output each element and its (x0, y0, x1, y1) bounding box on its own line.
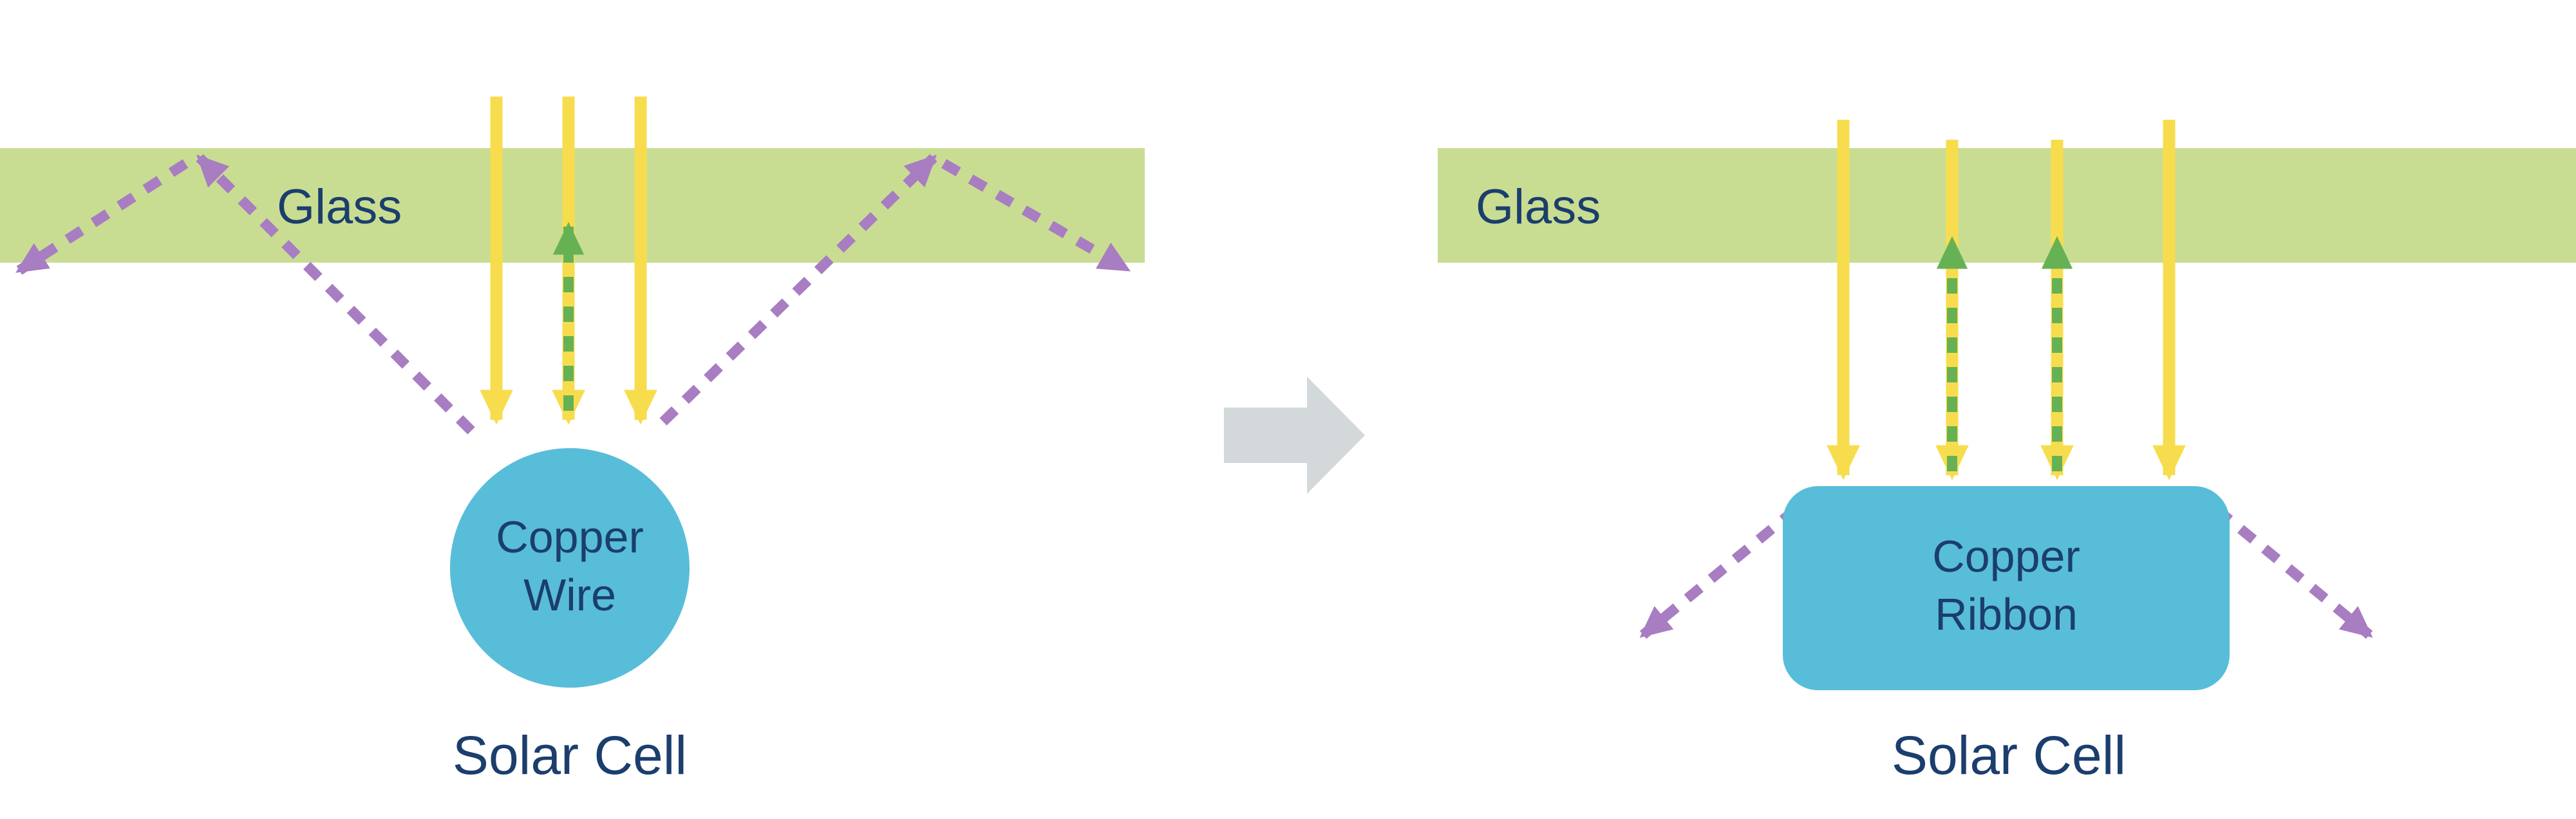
scattered-ray-exit-right (941, 159, 1131, 274)
solar-cell-label: Solar Cell (453, 725, 687, 786)
copper-wire-shape (450, 448, 690, 688)
copper-ribbon-shape (1783, 486, 2230, 690)
solar-cell-label: Solar Cell (1892, 725, 2126, 786)
transition-arrow-icon (1224, 377, 1365, 494)
copper-wire-label-line1: Copper (496, 512, 644, 562)
scattered-ray-right (2213, 505, 2373, 639)
scattered-ray-left (1639, 505, 1800, 639)
glass-label: Glass (277, 180, 402, 234)
scattered-ray-up-left (196, 154, 475, 435)
scattered-ray-up-right (659, 154, 937, 426)
left-panel: Copper Wire Glass Solar Cell (0, 97, 1145, 786)
copper-wire-label-line2: Wire (523, 570, 616, 620)
copper-ribbon-label-line2: Ribbon (1935, 589, 2078, 639)
glass-label: Glass (1476, 180, 1601, 234)
scattered-ray-exit-left (15, 159, 189, 275)
glass-layer (1438, 148, 2576, 263)
copper-ribbon-label-line1: Copper (1932, 531, 2080, 581)
right-panel: Copper Ribbon Glass Solar Cell (1438, 120, 2576, 786)
